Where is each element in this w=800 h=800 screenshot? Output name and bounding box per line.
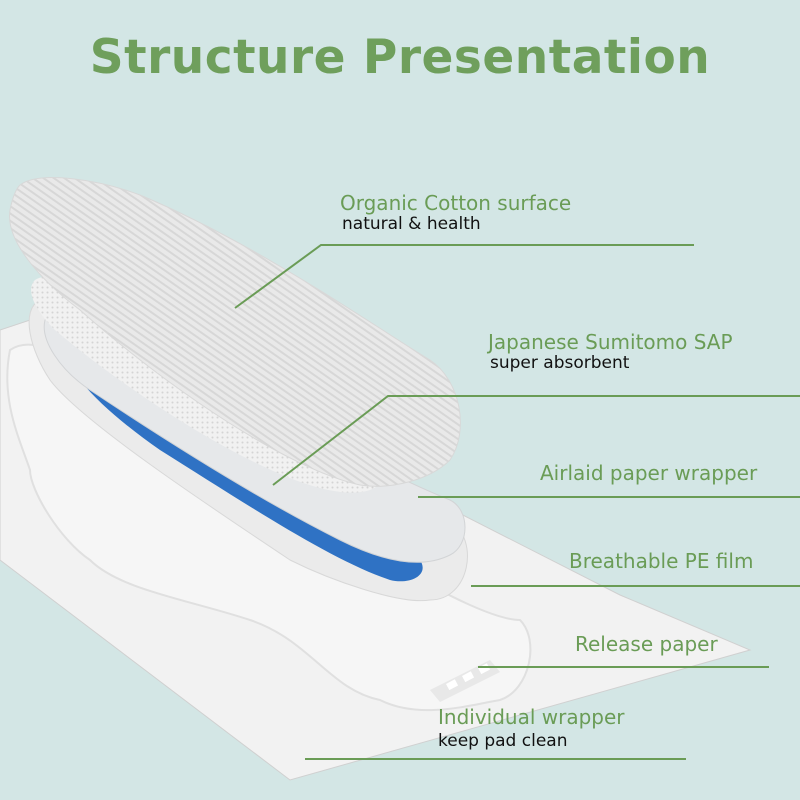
organic-cotton-layer	[9, 177, 461, 487]
sublabel-individual-wrapper: keep pad clean	[438, 731, 568, 751]
label-sap: Japanese Sumitomo SAP	[488, 330, 733, 354]
label-organic-cotton: Organic Cotton surface	[340, 191, 572, 215]
label-pe-film: Breathable PE film	[569, 549, 754, 573]
label-individual-wrapper: Individual wrapper	[438, 705, 625, 729]
page-title: Structure Presentation	[89, 30, 711, 85]
sublabel-sap: super absorbent	[490, 353, 630, 373]
label-release-paper: Release paper	[575, 632, 718, 656]
leader-line-sap	[272, 395, 800, 486]
label-airlaid: Airlaid paper wrapper	[540, 461, 758, 485]
leader-line-organic	[234, 244, 694, 309]
sublabel-organic-cotton: natural & health	[342, 214, 481, 234]
